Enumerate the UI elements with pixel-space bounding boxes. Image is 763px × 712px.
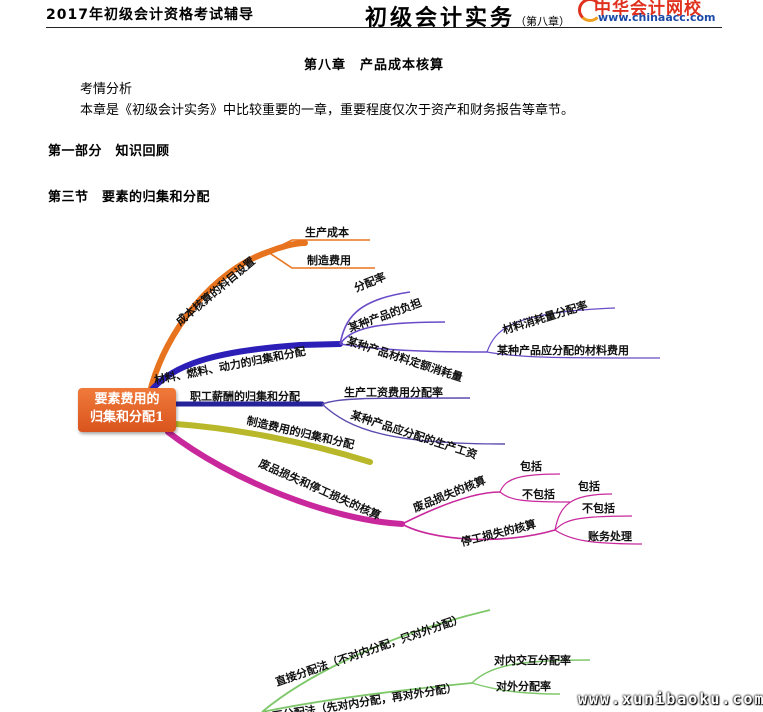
branch-5-2-3-line (554, 529, 643, 545)
node-b1-2: 制造费用 (307, 253, 351, 267)
map2-node-b2-2: 对外分配率 (496, 679, 551, 693)
branch-5-2-2-line (554, 515, 633, 531)
node-b5-1-1: 包括 (519, 459, 542, 473)
node-b1: 成本核算的科目设置 (173, 254, 258, 328)
root-line-1: 要素费用的 (94, 392, 160, 407)
branch-3-2-line (321, 403, 506, 445)
branch-5-2-1-line (554, 493, 613, 531)
subject-text: 初级会计实务 (365, 5, 516, 31)
root-line-2: 归集和分配1 (89, 410, 165, 425)
node-b5-2-3: 账务处理 (588, 529, 632, 543)
branch-5-1-2-line (499, 491, 571, 503)
header-subject: 初级会计实务（第八章） (365, 0, 570, 32)
map2-branch-2-1-line (471, 659, 591, 684)
site-logo: 中华会计网校 www.chinaacc.com (578, 0, 734, 28)
node-b2: 材料、燃料、动力的归集和分配 (153, 344, 307, 387)
map2-branch-2-2-line (471, 682, 561, 695)
branch-5-2-line (401, 523, 556, 541)
branch-1-line (147, 240, 308, 395)
chapter-title: 第八章 产品成本核算 (304, 58, 445, 73)
node-b5-2-1: 包括 (577, 479, 600, 493)
logo-swirl-icon (578, 0, 602, 22)
branch-5-1-1-line (499, 473, 561, 493)
node-b3-2: 某种产品应分配的生产工资 (348, 407, 479, 461)
chapter-tag: （第八章） (515, 15, 571, 28)
branch-2-3-2-line (486, 351, 661, 359)
watermark: www.xunibaoku.com (578, 690, 763, 708)
branch-2-line (147, 341, 343, 395)
header-title: 2017年初级会计资格考试辅导 (46, 7, 254, 23)
branch-4-line (173, 421, 373, 465)
branch-1-1-line (267, 239, 370, 253)
part-title: 第一部分 知识回顾 (48, 144, 170, 159)
node-b2-2: 某种产品的负担 (345, 295, 423, 335)
node-b5-1-2: 不包括 (522, 487, 555, 501)
exam-analysis-label: 考情分析 (80, 82, 133, 97)
node-b1-1: 生产成本 (305, 225, 349, 239)
map2-branch-2-line (261, 682, 473, 712)
node-b3-1: 生产工资费用分配率 (344, 385, 443, 399)
node-b2-1: 分配率 (352, 269, 388, 294)
header-rule (46, 27, 722, 28)
map2-node-b2: 交互分配法（先对内分配，再对外分配） (260, 680, 458, 712)
branch-2-2-line (339, 321, 446, 345)
map2-branch-1-line (261, 609, 491, 712)
node-b5-1: 废品损失的核算 (411, 473, 488, 515)
branch-2-3-1-line (486, 307, 616, 353)
node-b5-2: 停工损失的核算 (459, 517, 537, 549)
branch-3-1-line (321, 397, 471, 405)
logo-en: www.chinaacc.com (598, 11, 716, 24)
branch-2-3-line (339, 343, 488, 353)
mindmap-root: 要素费用的 归集和分配1 (78, 388, 176, 432)
map2-node-b1: 直接分配法（不对内分配，只对外分配） (273, 611, 465, 689)
node-b2-3-1: 材料消耗量分配率 (501, 298, 589, 337)
branch-5-line (165, 429, 405, 527)
map2-node-b2-1: 对内交互分配率 (494, 653, 571, 667)
branch-2-1-line (339, 291, 411, 345)
node-b3: 职工薪酬的归集和分配 (190, 389, 300, 403)
node-b2-3: 某种产品材料定额消耗量 (344, 333, 464, 384)
logo-cn: 中华会计网校 (594, 0, 702, 19)
section-title: 第三节 要素的归集和分配 (48, 190, 211, 205)
node-b2-3-2: 某种产品应分配的材料费用 (496, 343, 629, 357)
exam-analysis-text: 本章是《初级会计实务》中比较重要的一章，重要程度仅次于资产和财务报告等章节。 (80, 103, 575, 118)
branch-1-2-line (267, 251, 375, 269)
node-b5-2-2: 不包括 (582, 501, 615, 515)
branch-5-1-line (401, 491, 501, 525)
